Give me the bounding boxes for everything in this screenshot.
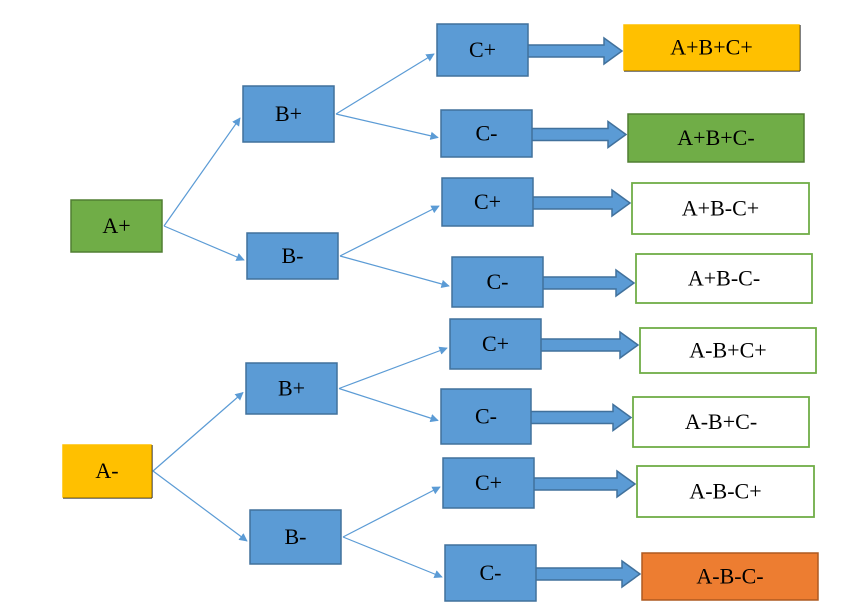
node-c8: C- <box>444 544 537 602</box>
block-arrow-c6-to-o6 <box>529 403 633 432</box>
node-c8-label: C- <box>480 560 502 585</box>
node-b4-box <box>249 509 342 565</box>
edge-b3-to-c5 <box>338 346 448 390</box>
node-c4: C- <box>451 256 544 308</box>
outcome-o1: A+B+C+ <box>623 24 801 72</box>
node-c1-box <box>436 23 529 77</box>
outcome-o2: A+B+C- <box>627 113 805 163</box>
node-c2: C- <box>440 109 533 158</box>
outcome-o2-box <box>627 113 805 163</box>
block-arrow-c7-to-o7 <box>532 469 637 499</box>
node-c7-label: C+ <box>475 470 502 495</box>
node-b1-label: B+ <box>275 101 302 126</box>
tree-edges <box>152 53 450 579</box>
block-arrow-c4-to-o4 <box>541 268 636 298</box>
outcome-o5-box <box>639 327 817 374</box>
outcome-o4: A+B-C- <box>635 253 813 304</box>
outcome-o3-label: A+B-C+ <box>682 196 759 221</box>
node-c2-box <box>440 109 533 158</box>
node-c8-box <box>444 544 537 602</box>
edge-b2-to-c4 <box>339 255 450 289</box>
node-c4-box <box>451 256 544 308</box>
node-b1: B+ <box>242 85 335 143</box>
block-arrow-c1-to-o1 <box>526 36 624 66</box>
node-c1: C+ <box>436 23 529 77</box>
block-arrow-c5-to-o5 <box>539 330 640 360</box>
node-c3-label: C+ <box>474 189 501 214</box>
edge-a_minus-to-b3 <box>152 391 244 472</box>
node-a_minus-box <box>62 444 152 498</box>
outcome-o8: A-B-C- <box>641 552 819 601</box>
block-arrow-c2-to-o2 <box>530 120 628 149</box>
block-arrow-c3-to-o3 <box>531 188 632 218</box>
outcome-o1-label: A+B+C+ <box>670 35 752 60</box>
edge-b4-to-c7 <box>342 486 441 538</box>
node-c6-box <box>440 388 532 445</box>
outcome-o7-label: A-B-C+ <box>689 479 761 504</box>
node-c4-label: C- <box>487 269 509 294</box>
node-b2-label: B- <box>282 243 304 268</box>
node-b4: B- <box>249 509 342 565</box>
tree-nodes: A+ A- B+ B- B+ B- C+ C- C+ C- C+ C- C+ C- A+B+C+ A+B+C-… <box>62 23 819 602</box>
node-b3-box <box>245 362 338 415</box>
node-a_minus-label: A- <box>95 458 118 483</box>
edge-b3-to-c6 <box>338 387 439 423</box>
node-c3-box <box>441 177 534 227</box>
outcome-o7: A-B-C+ <box>636 465 815 518</box>
edge-b4-to-c8 <box>342 536 443 579</box>
outcome-arrows <box>526 36 642 589</box>
node-c5-label: C+ <box>482 331 509 356</box>
node-b2: B- <box>246 232 339 280</box>
edge-a_plus-to-b2 <box>163 225 245 261</box>
node-b1-box <box>242 85 335 143</box>
node-c2-label: C- <box>476 121 498 146</box>
node-a_plus: A+ <box>70 199 163 253</box>
node-c6-label: C- <box>475 404 497 429</box>
node-c5-box <box>449 318 542 370</box>
outcome-o6-box <box>632 396 810 448</box>
edge-b1-to-c2 <box>335 113 439 140</box>
node-c7: C+ <box>442 457 535 509</box>
edge-b1-to-c1 <box>335 53 435 115</box>
node-b3-label: B+ <box>278 376 305 401</box>
node-b2-box <box>246 232 339 280</box>
node-a_plus-box <box>70 199 163 253</box>
outcome-o6-label: A-B+C- <box>685 409 757 434</box>
node-c3: C+ <box>441 177 534 227</box>
edge-b2-to-c3 <box>339 205 440 257</box>
node-c6: C- <box>440 388 532 445</box>
edge-a_plus-to-b1 <box>163 117 241 227</box>
node-b3: B+ <box>245 362 338 415</box>
outcome-o3-box <box>631 182 810 235</box>
outcome-o4-label: A+B-C- <box>688 266 760 291</box>
outcome-o6: A-B+C- <box>632 396 810 448</box>
edge-a_minus-to-b4 <box>152 470 248 542</box>
outcome-o7-box <box>636 465 815 518</box>
node-c1-label: C+ <box>469 37 496 62</box>
outcome-o2-label: A+B+C- <box>677 125 754 150</box>
outcome-o3: A+B-C+ <box>631 182 810 235</box>
outcome-o8-box <box>641 552 819 601</box>
node-c5: C+ <box>449 318 542 370</box>
outcome-o1-box <box>623 24 800 71</box>
node-c7-box <box>442 457 535 509</box>
node-a_plus-label: A+ <box>102 213 130 238</box>
outcome-o8-label: A-B-C- <box>696 564 763 589</box>
outcome-o4-box <box>635 253 813 304</box>
node-b4-label: B- <box>285 524 307 549</box>
outcome-o5-label: A-B+C+ <box>689 338 766 363</box>
node-a_minus: A- <box>62 444 153 499</box>
outcome-o5: A-B+C+ <box>639 327 817 374</box>
block-arrow-c8-to-o8 <box>534 559 642 589</box>
